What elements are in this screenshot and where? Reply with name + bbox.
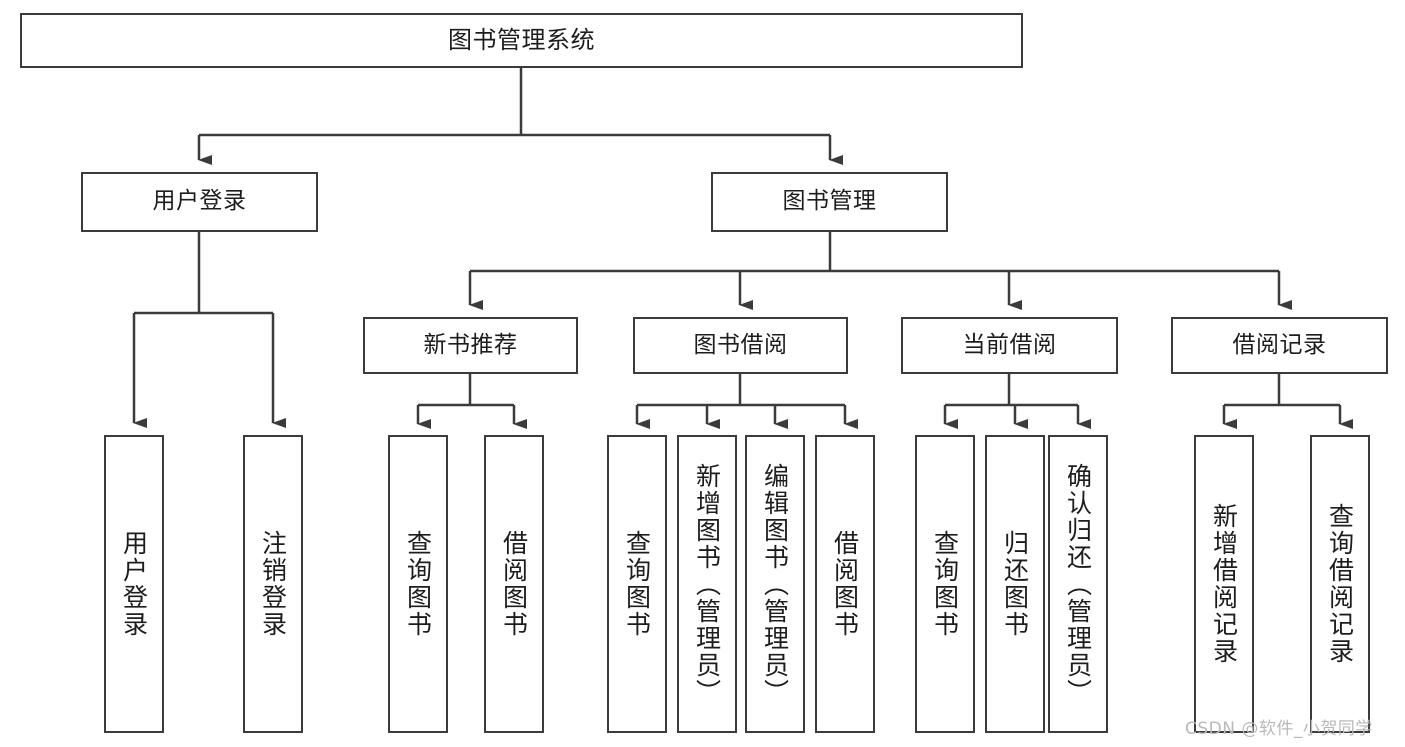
node-label: 新增借阅记录 bbox=[1209, 503, 1239, 665]
node-leaf-borrow-book[interactable]: 借阅图书 bbox=[815, 435, 875, 733]
node-leaf-query-book-current[interactable]: 查询图书 bbox=[915, 435, 975, 733]
node-leaf-add-borrow-record[interactable]: 新增借阅记录 bbox=[1194, 435, 1254, 733]
node-current-borrow[interactable]: 当前借阅 bbox=[901, 317, 1118, 374]
node-label: 图书管理系统 bbox=[448, 26, 595, 55]
node-label: 归还图书 bbox=[1000, 530, 1030, 638]
node-user-login[interactable]: 用户登录 bbox=[81, 172, 318, 232]
node-label: 编辑图书（管理员） bbox=[760, 462, 790, 706]
node-label: 用户登录 bbox=[119, 530, 149, 638]
node-leaf-query-book-recommend[interactable]: 查询图书 bbox=[388, 435, 448, 733]
node-label: 借阅记录 bbox=[1232, 331, 1327, 358]
node-label: 注销登录 bbox=[258, 530, 288, 638]
node-label: 查询借阅记录 bbox=[1325, 503, 1355, 665]
node-leaf-return-book[interactable]: 归还图书 bbox=[985, 435, 1045, 733]
watermark-credit: CSDN @软件_小贺同学 bbox=[1185, 719, 1373, 739]
node-label: 查询图书 bbox=[403, 530, 433, 638]
node-leaf-query-borrow-record[interactable]: 查询借阅记录 bbox=[1310, 435, 1370, 733]
node-leaf-add-book-admin[interactable]: 新增图书（管理员） bbox=[677, 435, 737, 733]
node-leaf-borrow-book-recommend[interactable]: 借阅图书 bbox=[484, 435, 544, 733]
node-label: 新书推荐 bbox=[423, 331, 518, 358]
node-label: 图书管理 bbox=[782, 188, 877, 215]
node-label: 查询图书 bbox=[622, 530, 652, 638]
node-leaf-query-book[interactable]: 查询图书 bbox=[607, 435, 667, 733]
node-label: 确认归还（管理员） bbox=[1063, 462, 1093, 706]
node-label: 借阅图书 bbox=[499, 530, 529, 638]
node-leaf-confirm-return-admin[interactable]: 确认归还（管理员） bbox=[1048, 435, 1108, 733]
node-borrow-record[interactable]: 借阅记录 bbox=[1171, 317, 1388, 374]
node-label: 新增图书（管理员） bbox=[692, 462, 722, 706]
node-leaf-user-login[interactable]: 用户登录 bbox=[104, 435, 164, 733]
node-label: 用户登录 bbox=[152, 188, 247, 215]
node-leaf-edit-book-admin[interactable]: 编辑图书（管理员） bbox=[745, 435, 805, 733]
node-label: 图书借阅 bbox=[693, 331, 788, 358]
node-book-borrow[interactable]: 图书借阅 bbox=[633, 317, 848, 374]
node-label: 借阅图书 bbox=[830, 530, 860, 638]
node-new-book-recommend[interactable]: 新书推荐 bbox=[363, 317, 578, 374]
node-root-system[interactable]: 图书管理系统 bbox=[20, 13, 1023, 68]
node-book-management[interactable]: 图书管理 bbox=[711, 172, 948, 232]
node-label: 查询图书 bbox=[930, 530, 960, 638]
node-leaf-logout[interactable]: 注销登录 bbox=[243, 435, 303, 733]
node-label: 当前借阅 bbox=[962, 331, 1057, 358]
